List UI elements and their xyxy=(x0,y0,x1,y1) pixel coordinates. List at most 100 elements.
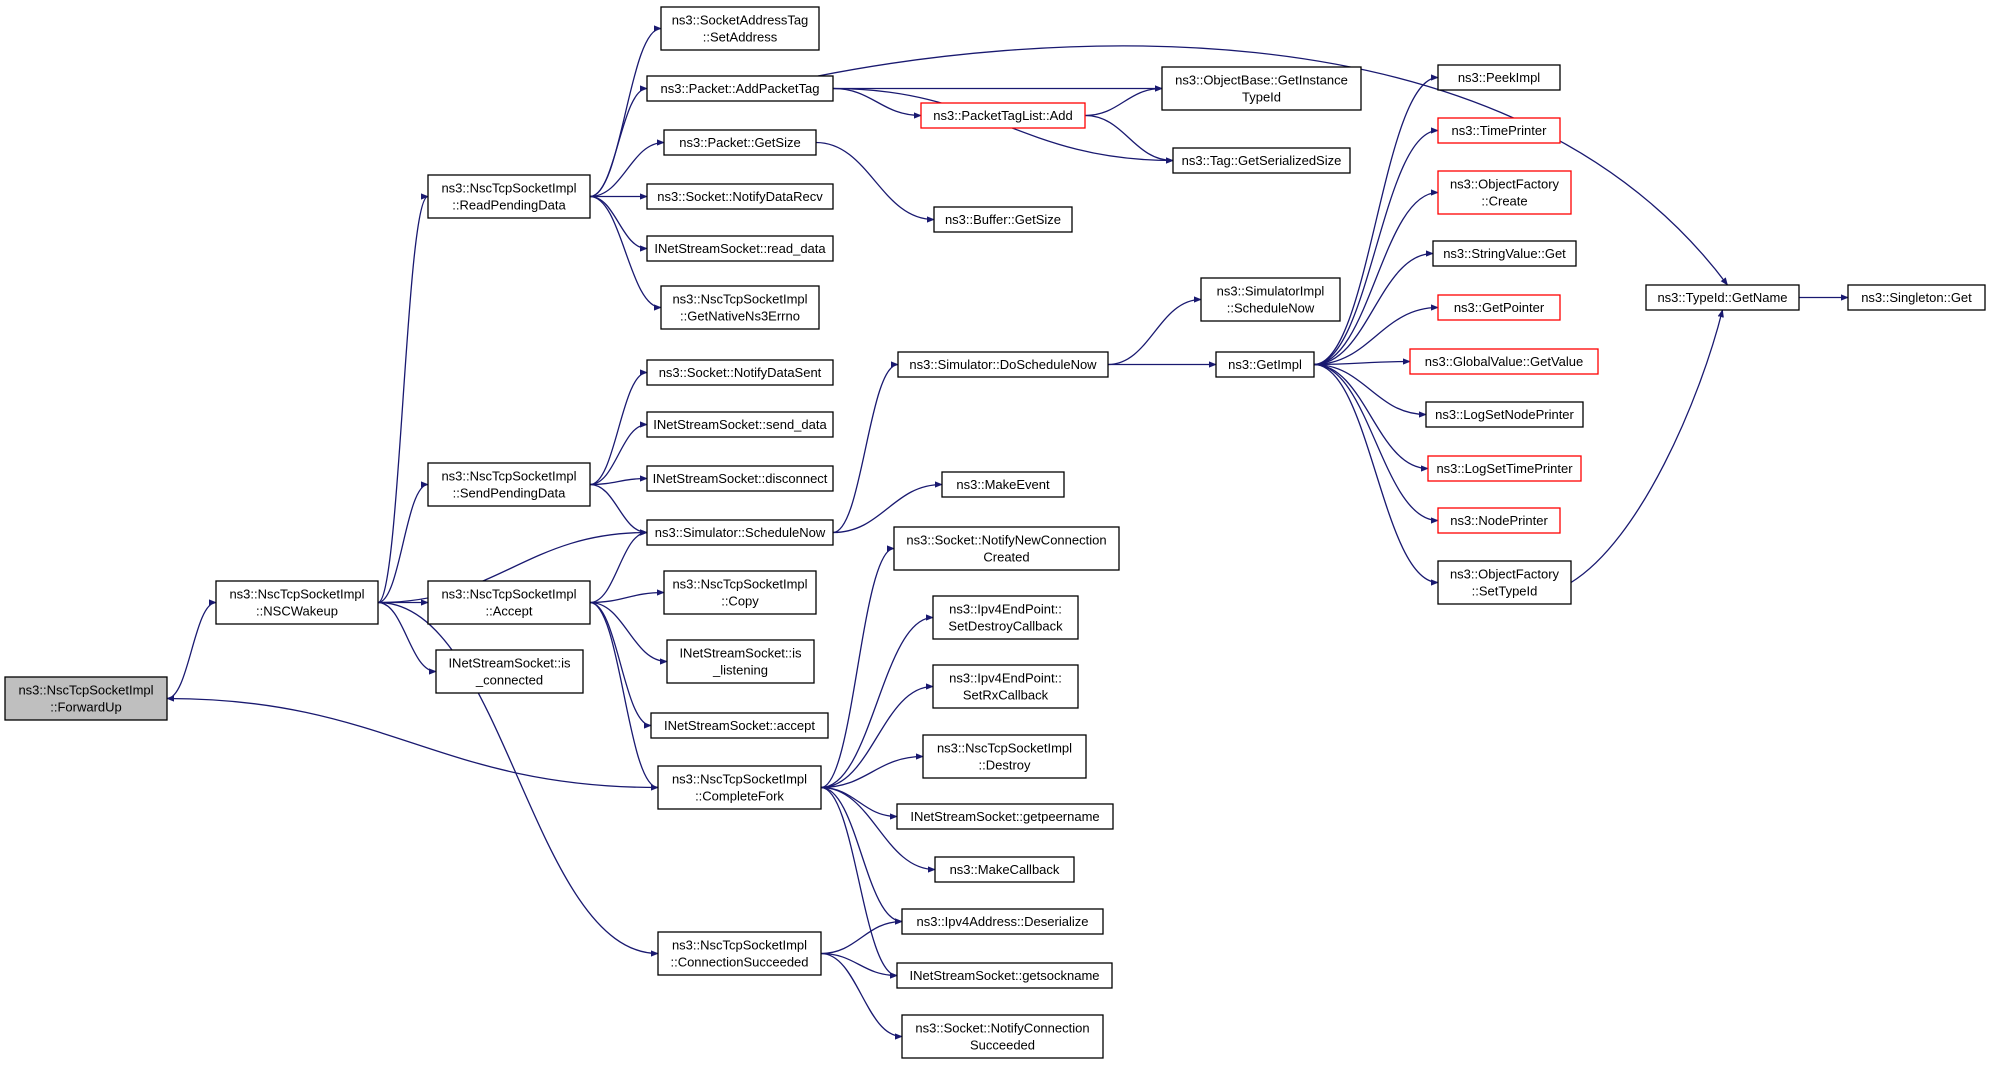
node-label: SetRxCallback xyxy=(963,688,1049,703)
node-label: TypeId xyxy=(1242,90,1281,105)
edge-getimpl-to-getpointer xyxy=(1313,304,1439,366)
node-label: ::Create xyxy=(1481,194,1527,209)
node-label: ns3::GlobalValue::GetValue xyxy=(1425,354,1584,369)
node-copy[interactable]: ns3::NscTcpSocketImpl::Copy xyxy=(663,570,817,615)
node-label: ns3::MakeEvent xyxy=(956,477,1050,492)
node-peekimpl[interactable]: ns3::PeekImpl xyxy=(1437,64,1561,91)
edge-packetgetsize-to-bufferget xyxy=(815,141,935,223)
node-box xyxy=(4,676,168,721)
node-setaddress[interactable]: ns3::SocketAddressTag::SetAddress xyxy=(660,6,820,51)
node-box xyxy=(435,649,584,694)
node-objfactorycreate[interactable]: ns3::ObjectFactory::Create xyxy=(1437,170,1572,215)
node-senddata[interactable]: INetStreamSocket::send_data xyxy=(646,411,834,438)
node-label: ::ConnectionSucceeded xyxy=(670,955,808,970)
node-label: ns3::NscTcpSocketImpl xyxy=(672,292,807,307)
node-box xyxy=(932,595,1079,640)
edge-nscwakeup-to-connsucceeded xyxy=(377,601,659,957)
node-label: ::ForwardUp xyxy=(50,700,122,715)
node-readdata[interactable]: INetStreamSocket::read_data xyxy=(646,235,834,262)
node-getpeername[interactable]: INetStreamSocket::getpeername xyxy=(896,803,1114,830)
node-disconnect[interactable]: INetStreamSocket::disconnect xyxy=(646,465,834,492)
node-lognodeprinter[interactable]: ns3::LogSetNodePrinter xyxy=(1425,401,1584,428)
node-label: ns3::Packet::AddPacketTag xyxy=(661,81,820,96)
node-logtimeprinter[interactable]: ns3::LogSetTimePrinter xyxy=(1427,455,1582,482)
nodes-layer: ns3::NscTcpSocketImpl::ForwardUpns3::Nsc… xyxy=(4,6,1986,1059)
node-label: ns3::Socket::NotifyDataRecv xyxy=(657,189,823,204)
node-acceptinet[interactable]: INetStreamSocket::accept xyxy=(650,712,829,739)
node-notifydatasent[interactable]: ns3::Socket::NotifyDataSent xyxy=(646,359,834,386)
node-label: ns3::StringValue::Get xyxy=(1443,246,1566,261)
node-label: ::ScheduleNow xyxy=(1227,301,1315,316)
node-nscwakeup[interactable]: ns3::NscTcpSocketImpl::NSCWakeup xyxy=(215,580,379,625)
node-label: ns3::PacketTagList::Add xyxy=(933,108,1072,123)
node-objfactorysettypeid[interactable]: ns3::ObjectFactory::SetTypeId xyxy=(1437,560,1572,605)
edge-getimpl-to-stringvalueget xyxy=(1313,250,1434,366)
node-setrxcb[interactable]: ns3::Ipv4EndPoint::SetRxCallback xyxy=(932,664,1079,709)
node-label: INetStreamSocket::disconnect xyxy=(653,471,828,486)
node-box xyxy=(920,102,1086,129)
node-isconnected[interactable]: INetStreamSocket::is_connected xyxy=(435,649,584,694)
node-sendpending[interactable]: ns3::NscTcpSocketImpl::SendPendingData xyxy=(427,462,591,507)
edge-completefork-to-getsockname xyxy=(820,786,898,979)
edge-getimpl-to-globalvalueget xyxy=(1313,358,1411,366)
node-box xyxy=(1437,507,1561,534)
edge-sendpending-to-notifydatasent xyxy=(589,369,648,486)
node-box xyxy=(427,462,591,507)
edge-accept-to-completefork xyxy=(589,601,659,791)
node-typeidgetname[interactable]: ns3::TypeId::GetName xyxy=(1645,284,1800,311)
node-label: ::GetNativeNs3Errno xyxy=(680,309,800,324)
node-box xyxy=(660,6,820,51)
node-notifydatarecv[interactable]: ns3::Socket::NotifyDataRecv xyxy=(646,183,834,210)
node-completefork[interactable]: ns3::NscTcpSocketImpl::CompleteFork xyxy=(657,765,822,810)
node-makecallback[interactable]: ns3::MakeCallback xyxy=(934,856,1075,883)
node-label: ns3::ObjectFactory xyxy=(1450,567,1560,582)
node-tagserialized[interactable]: ns3::Tag::GetSerializedSize xyxy=(1172,147,1351,174)
node-box xyxy=(941,471,1065,498)
node-box xyxy=(663,570,817,615)
node-getpointer[interactable]: ns3::GetPointer xyxy=(1437,294,1561,321)
node-box xyxy=(657,765,822,810)
node-box xyxy=(646,465,834,492)
node-label: ns3::Ipv4EndPoint:: xyxy=(949,602,1062,617)
node-stringvalueget[interactable]: ns3::StringValue::Get xyxy=(1432,240,1577,267)
edge-completefork-to-notifynewconn xyxy=(820,545,895,789)
node-globalvalueget[interactable]: ns3::GlobalValue::GetValue xyxy=(1409,348,1599,375)
node-packettaglistadd[interactable]: ns3::PacketTagList::Add xyxy=(920,102,1086,129)
node-islistening[interactable]: INetStreamSocket::is_listening xyxy=(666,639,815,684)
node-box xyxy=(1215,351,1315,378)
edge-getimpl-to-objfactorysettypeid xyxy=(1313,363,1439,586)
node-label: Created xyxy=(983,550,1029,565)
node-box xyxy=(646,75,834,102)
node-getimpl[interactable]: ns3::GetImpl xyxy=(1215,351,1315,378)
node-box xyxy=(1437,64,1561,91)
node-setdestroycb[interactable]: ns3::Ipv4EndPoint::SetDestroyCallback xyxy=(932,595,1079,640)
node-box xyxy=(934,856,1075,883)
edge-getimpl-to-objfactorycreate xyxy=(1313,189,1439,366)
node-readpending[interactable]: ns3::NscTcpSocketImpl::ReadPendingData xyxy=(427,174,591,219)
node-accept[interactable]: ns3::NscTcpSocketImpl::Accept xyxy=(427,580,591,625)
node-bufferget[interactable]: ns3::Buffer::GetSize xyxy=(933,206,1073,233)
node-label: INetStreamSocket::getsockname xyxy=(909,968,1099,983)
node-connsucceeded[interactable]: ns3::NscTcpSocketImpl::ConnectionSucceed… xyxy=(657,931,822,976)
node-doschedulenow[interactable]: ns3::Simulator::DoScheduleNow xyxy=(897,351,1109,378)
node-deserialize[interactable]: ns3::Ipv4Address::Deserialize xyxy=(901,908,1104,935)
node-label: INetStreamSocket::is xyxy=(448,656,571,671)
node-label: ns3::ObjectFactory xyxy=(1450,177,1560,192)
node-simimplschedulenow[interactable]: ns3::SimulatorImpl::ScheduleNow xyxy=(1200,277,1341,322)
edge-getimpl-to-nodeprinter xyxy=(1313,363,1439,524)
node-packetgetsize[interactable]: ns3::Packet::GetSize xyxy=(663,129,817,156)
node-singletonget[interactable]: ns3::Singleton::Get xyxy=(1847,284,1986,311)
node-makeevent[interactable]: ns3::MakeEvent xyxy=(941,471,1065,498)
node-box xyxy=(427,580,591,625)
node-getsockname[interactable]: INetStreamSocket::getsockname xyxy=(896,962,1113,989)
node-getnativeerrno[interactable]: ns3::NscTcpSocketImpl::GetNativeNs3Errno xyxy=(660,285,820,330)
node-timeprinter[interactable]: ns3::TimePrinter xyxy=(1437,117,1561,144)
node-nodeprinter[interactable]: ns3::NodePrinter xyxy=(1437,507,1561,534)
node-forwardup[interactable]: ns3::NscTcpSocketImpl::ForwardUp xyxy=(4,676,168,721)
node-destroy[interactable]: ns3::NscTcpSocketImpl::Destroy xyxy=(922,734,1087,779)
node-schedulenow[interactable]: ns3::Simulator::ScheduleNow xyxy=(646,519,834,546)
node-addpackettag[interactable]: ns3::Packet::AddPacketTag xyxy=(646,75,834,102)
